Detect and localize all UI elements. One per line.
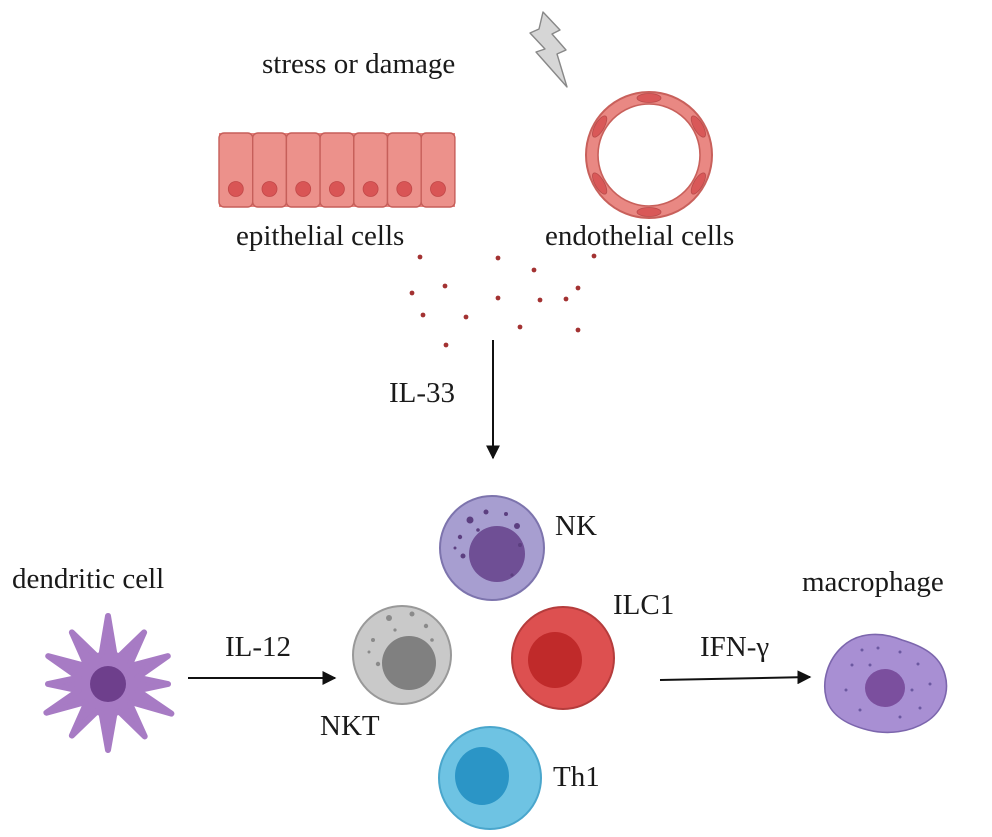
th1-label: Th1	[553, 761, 600, 793]
macrophage-granule	[898, 650, 902, 654]
macrophage-granule	[928, 682, 932, 686]
nk-granule	[453, 546, 457, 550]
nkt-granule	[375, 661, 381, 667]
macrophage-label: macrophage	[802, 566, 944, 598]
endothelial-nucleus	[592, 115, 608, 138]
il33-dot	[575, 285, 581, 291]
nk-granule	[457, 534, 463, 540]
nkt-granule	[371, 638, 375, 642]
macrophage-icon	[824, 633, 948, 734]
ilc1-cell-icon	[511, 606, 615, 710]
nkt-cell-icon	[352, 605, 452, 705]
nk-label: NK	[555, 510, 597, 542]
il33-dot	[495, 255, 501, 261]
il33-dot	[517, 324, 523, 330]
nk-granule	[460, 553, 466, 559]
epithelial-nucleus	[362, 181, 379, 197]
il33-dot	[442, 283, 448, 289]
macrophage-granule	[898, 715, 902, 719]
epithelial-nucleus	[396, 181, 413, 197]
th1-cell-icon	[438, 726, 542, 830]
nk-granule	[518, 543, 522, 547]
nk-granule	[504, 512, 508, 516]
nkt-granule	[423, 623, 429, 629]
epithelial-nucleus	[430, 181, 446, 197]
macrophage-granule	[916, 662, 920, 666]
dendritic-cell-icon	[43, 613, 175, 753]
il33-dot	[575, 327, 581, 333]
nkt-granule	[393, 628, 397, 632]
macrophage-granule	[876, 646, 880, 650]
macrophage-granule	[918, 706, 922, 710]
macrophage-granule	[844, 688, 848, 692]
endothelial-nucleus	[636, 93, 662, 103]
nkt-label: NKT	[320, 710, 380, 742]
nkt-granule	[367, 650, 371, 654]
nkt-granule	[409, 611, 415, 617]
epithelial-nucleus	[261, 181, 278, 197]
stress-label: stress or damage	[262, 48, 455, 80]
macrophage-granule	[858, 708, 862, 712]
epithelial-nucleus	[295, 181, 312, 197]
nk-cell-icon	[439, 495, 545, 601]
nk-granule	[476, 528, 480, 532]
il33-dot	[463, 314, 469, 320]
il33-dot	[420, 312, 426, 318]
il33-dot	[591, 253, 597, 259]
il33-dot	[417, 254, 423, 260]
epithelial-nucleus	[227, 181, 244, 197]
il33-dot	[537, 297, 543, 303]
nkt-granule	[386, 615, 392, 621]
endothelial-nucleus	[690, 115, 706, 138]
dendritic-label: dendritic cell	[12, 563, 164, 595]
blood-vessel-icon	[585, 91, 713, 219]
macrophage-granule	[910, 688, 914, 692]
endothelial-nucleus	[690, 172, 706, 195]
ifng-arrow	[659, 670, 812, 685]
il33-dot	[409, 290, 415, 296]
macrophage-granule	[860, 648, 864, 652]
epithelial-cell-layer-icon	[218, 132, 456, 208]
nk-granule	[514, 523, 520, 529]
il12-label: IL-12	[225, 631, 291, 663]
il33-label: IL-33	[389, 377, 455, 409]
macrophage-granule	[850, 663, 854, 667]
il33-dot	[531, 267, 537, 273]
endothelial-label: endothelial cells	[545, 220, 734, 252]
il33-dot	[443, 342, 449, 348]
nk-granule	[510, 573, 514, 577]
epithelial-cell	[420, 132, 456, 208]
nk-granule	[483, 509, 489, 515]
ilc1-label: ILC1	[613, 589, 674, 621]
il33-particles	[409, 253, 597, 348]
nk-granule	[466, 516, 474, 524]
nkt-granule	[430, 638, 434, 642]
epithelial-label: epithelial cells	[236, 220, 404, 252]
ifng-label: IFN-γ	[700, 631, 769, 663]
epithelial-nucleus	[328, 181, 345, 197]
macrophage-granule	[868, 663, 872, 667]
lightning-bolt-icon	[529, 11, 568, 88]
endothelial-nucleus	[592, 172, 608, 195]
endothelial-nucleus	[636, 207, 662, 217]
il33-dot	[495, 295, 501, 301]
il33-dot	[563, 296, 569, 302]
